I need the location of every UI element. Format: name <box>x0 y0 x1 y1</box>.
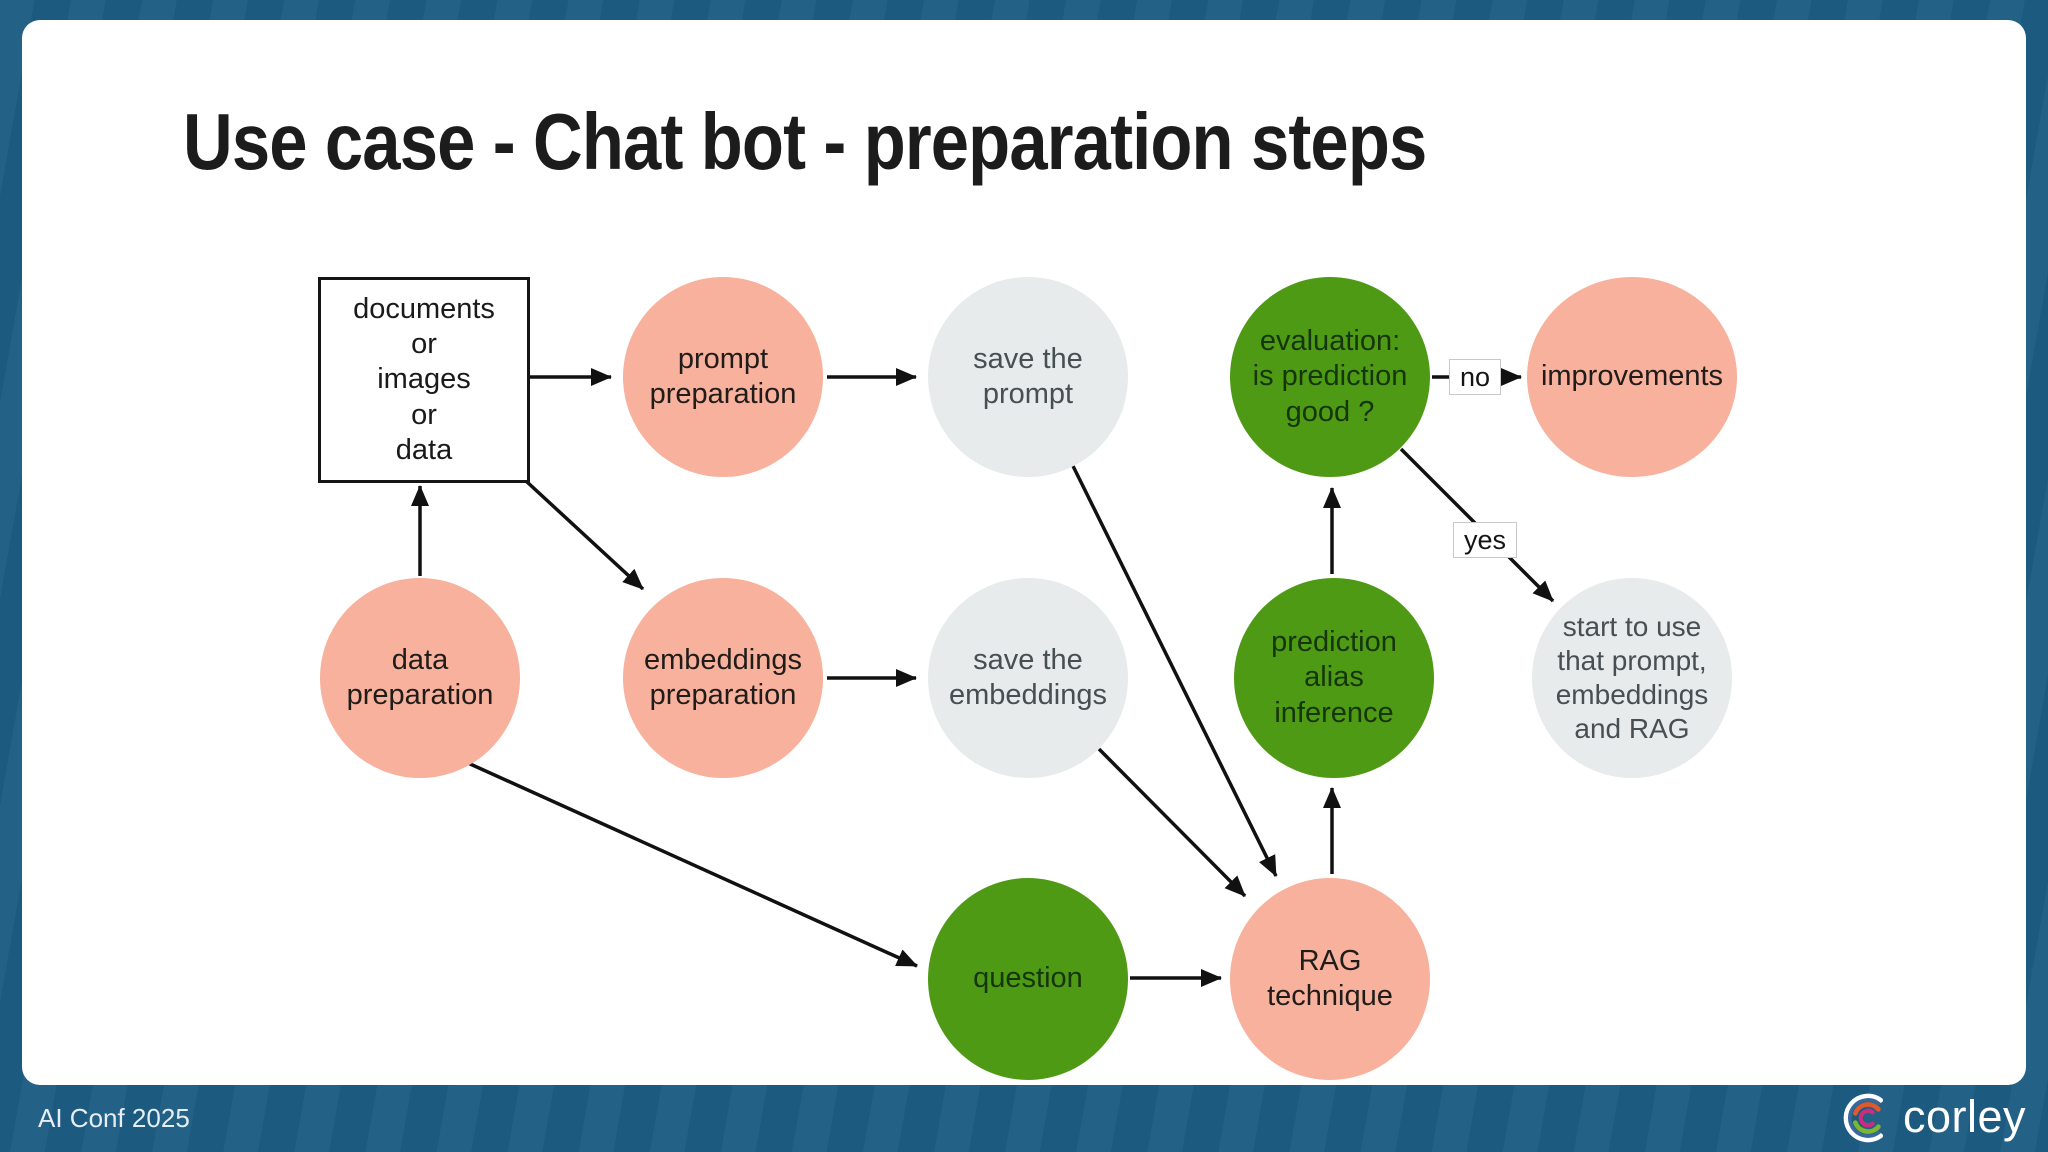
slide-title: Use case - Chat bot - preparation steps <box>183 97 1427 186</box>
node-question: question <box>928 878 1128 1080</box>
node-rag-technique: RAG technique <box>1230 878 1430 1080</box>
node-data-preparation: data preparation <box>320 578 520 778</box>
node-documents-source: documents or images or data <box>318 277 530 483</box>
edge-label-yes: yes <box>1453 522 1518 559</box>
corley-logo-text: corley <box>1902 1090 2026 1142</box>
node-embeddings-preparation: embeddings preparation <box>623 578 823 778</box>
corley-logo-icon <box>1843 1093 1883 1143</box>
node-evaluation: evaluation: is prediction good ? <box>1230 277 1430 477</box>
node-save-the-prompt: save the prompt <box>928 277 1128 477</box>
corley-logo: corley <box>1839 1089 2032 1147</box>
node-save-the-embeddings: save the embeddings <box>928 578 1128 778</box>
node-improvements: improvements <box>1527 277 1737 477</box>
node-prompt-preparation: prompt preparation <box>623 277 823 477</box>
conference-name: AI Conf 2025 <box>38 1103 190 1133</box>
node-start-to-use: start to use that prompt, embeddings and… <box>1532 578 1732 778</box>
edge-label-no: no <box>1449 359 1502 396</box>
node-prediction-inference: prediction alias inference <box>1234 578 1434 778</box>
